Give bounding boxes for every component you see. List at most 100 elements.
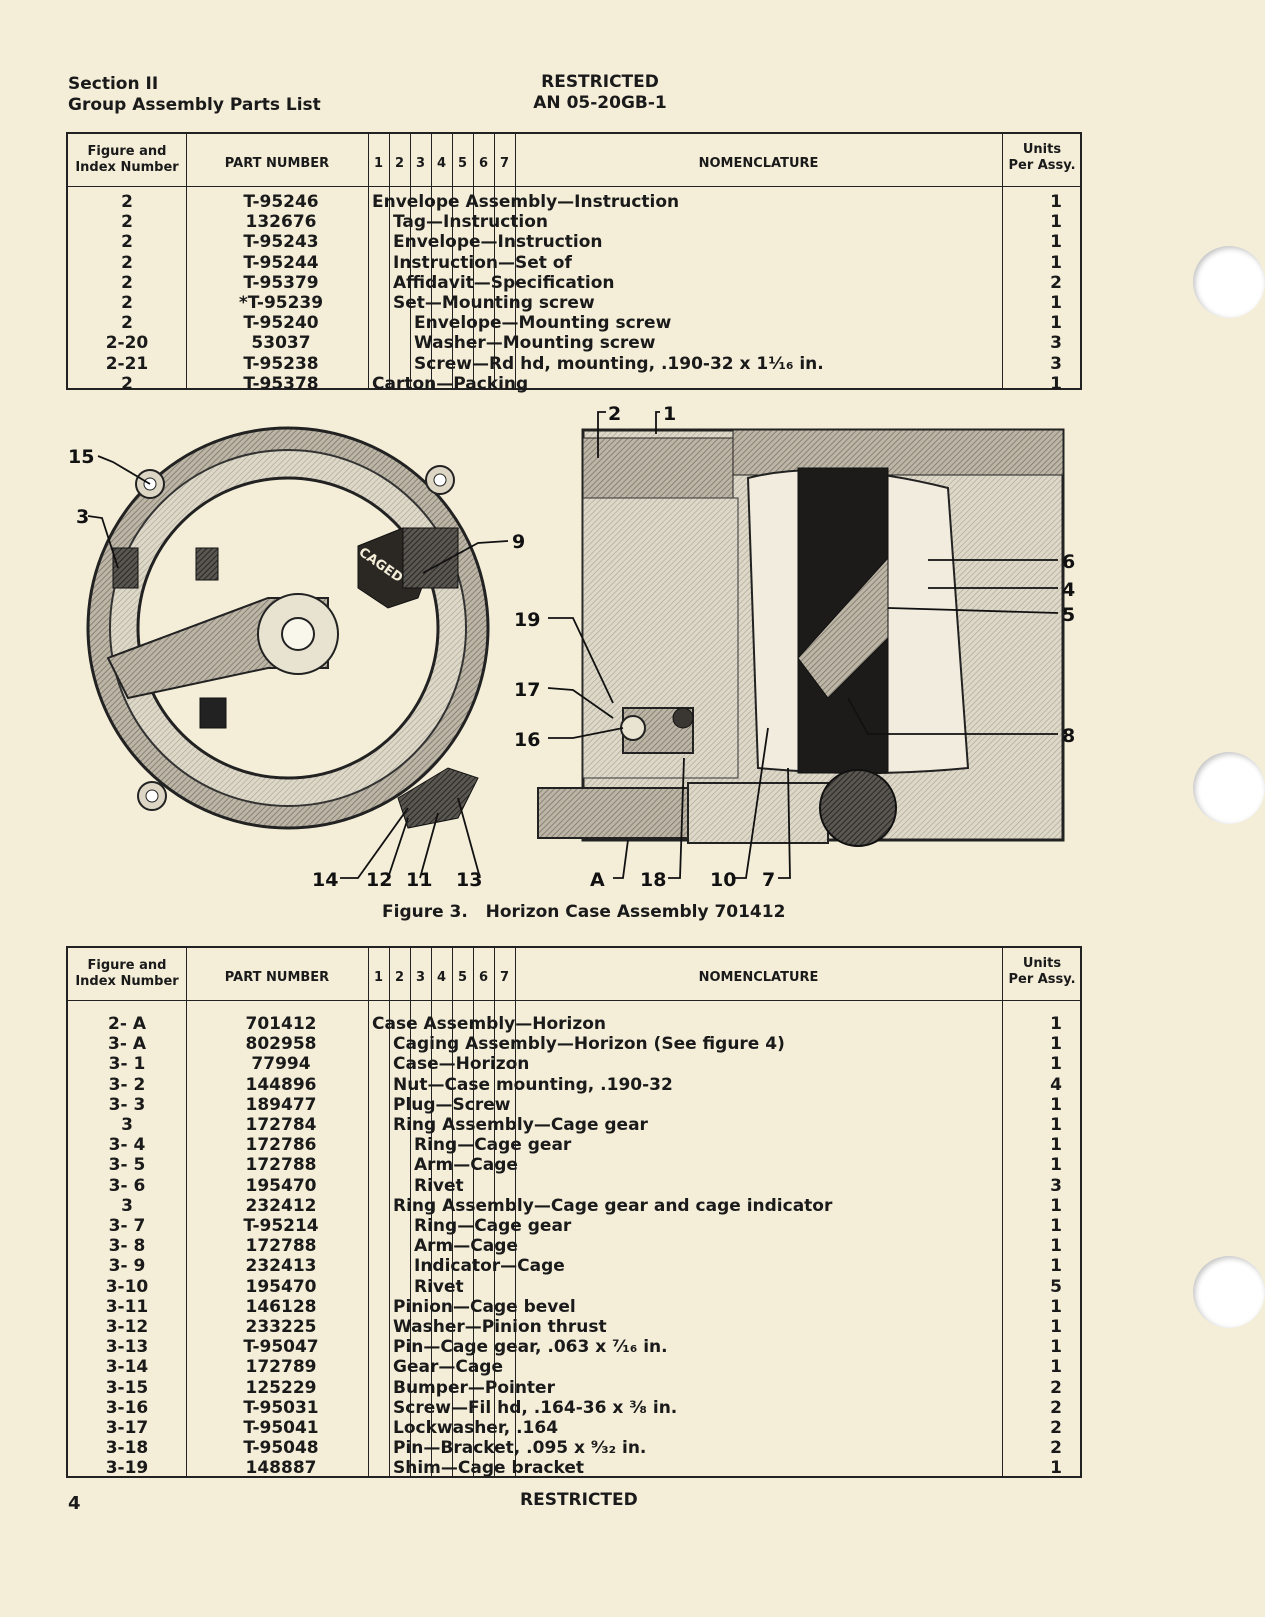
part-number: 148887 <box>245 1458 317 1479</box>
part-number: 125229 <box>245 1377 317 1398</box>
figure-index: 3-15 <box>105 1377 149 1398</box>
figure-index: 3- 2 <box>108 1074 146 1095</box>
table-row: 2-21 T-95238 Screw—Rd hd, mounting, .190-3… <box>68 354 1080 375</box>
callout-6: 6 <box>1062 551 1075 573</box>
units-per-assy: 1 <box>1050 1296 1062 1317</box>
nomenclature: Case—Horizon <box>393 1054 530 1075</box>
nomenclature: Screw—Rd hd, mounting, .190-32 x 1¹⁄₁₆ i… <box>414 353 824 374</box>
figure-horizon-case: CAGED <box>68 398 1098 898</box>
part-number: 233225 <box>245 1317 317 1337</box>
units-per-assy: 2 <box>1050 272 1062 293</box>
units-per-assy: 1 <box>1050 1094 1062 1115</box>
figure-index: 2 <box>121 272 133 293</box>
nomenclature: Envelope—Mounting screw <box>414 313 672 334</box>
figure-index: 2-21 <box>105 353 149 374</box>
column-divider <box>186 948 187 1476</box>
nomenclature: Ring Assembly—Cage gear <box>393 1115 648 1135</box>
nomenclature: Tag—Instruction <box>393 212 549 233</box>
part-number: T-95243 <box>243 232 319 253</box>
part-number: *T-95239 <box>238 293 324 313</box>
binder-hole-top <box>1193 246 1265 318</box>
figure-index: 3- 9 <box>108 1256 146 1277</box>
callout-13: 13 <box>456 869 482 891</box>
nomenclature: Ring—Cage gear <box>414 1216 572 1236</box>
callout-A: A <box>590 869 605 891</box>
header-level-1: 1 <box>373 970 384 985</box>
units-per-assy: 1 <box>1050 1236 1062 1257</box>
header-level-3: 3 <box>415 970 426 985</box>
part-number: T-95238 <box>243 353 319 374</box>
header-level-7: 7 <box>499 156 510 171</box>
figure-index: 3-18 <box>105 1438 149 1459</box>
callout-12: 12 <box>366 869 392 891</box>
units-per-assy: 1 <box>1050 192 1062 212</box>
units-per-assy: 3 <box>1050 353 1062 374</box>
units-per-assy: 1 <box>1050 373 1062 394</box>
column-divider <box>410 948 411 1476</box>
classification-label: RESTRICTED <box>541 72 659 92</box>
header-nomenclature: NOMENCLATURE <box>698 156 819 171</box>
column-divider <box>473 948 474 1476</box>
units-per-assy: 1 <box>1050 313 1062 334</box>
header-level-2: 2 <box>394 156 405 171</box>
units-per-assy: 4 <box>1050 1074 1062 1095</box>
column-divider <box>452 948 453 1476</box>
column-divider <box>494 134 495 388</box>
part-number: 232413 <box>245 1256 317 1277</box>
column-divider <box>452 134 453 388</box>
section-label: Section II <box>68 74 159 94</box>
column-divider <box>186 134 187 388</box>
part-number: 172786 <box>245 1135 317 1156</box>
part-number: 701412 <box>245 1014 317 1034</box>
header-level-4: 4 <box>436 156 447 171</box>
nomenclature: Pin—Cage gear, .063 x ⁷⁄₁₆ in. <box>393 1337 668 1358</box>
binder-hole-bottom <box>1193 1256 1265 1328</box>
figure-index: 3-12 <box>105 1317 149 1337</box>
figure-index: 3-14 <box>105 1357 149 1378</box>
nomenclature: Pin—Bracket, .095 x ⁹⁄₃₂ in. <box>393 1438 647 1459</box>
part-number: T-95041 <box>243 1418 319 1438</box>
header-figure-line2: Index Number <box>75 160 179 175</box>
nomenclature: Rivet <box>414 1276 464 1297</box>
figure-index: 2 <box>121 192 133 212</box>
column-divider <box>515 948 516 1476</box>
callout-15: 15 <box>68 446 94 468</box>
callout-18: 18 <box>640 869 666 891</box>
nomenclature: Washer—Pinion thrust <box>393 1317 607 1337</box>
part-number: T-95214 <box>243 1216 319 1236</box>
header-figure-line1: Figure and <box>87 144 167 159</box>
column-divider <box>515 134 516 388</box>
units-per-assy: 1 <box>1050 1337 1062 1358</box>
nomenclature: Caging Assembly—Horizon (See figure 4) <box>393 1034 785 1055</box>
figure-index: 3- 6 <box>108 1175 146 1196</box>
figure-index: 3- 5 <box>108 1155 146 1176</box>
header-level-5: 5 <box>457 970 468 985</box>
figure-illustration: CAGED <box>68 403 1075 891</box>
part-number: 53037 <box>251 333 311 354</box>
figure-index: 3- 1 <box>108 1054 146 1075</box>
column-divider <box>368 948 369 1476</box>
nomenclature: Ring Assembly—Cage gear and cage indicat… <box>393 1195 833 1216</box>
nomenclature: Case Assembly—Horizon <box>372 1014 607 1034</box>
doc-number: AN 05-20GB-1 <box>533 93 667 113</box>
nomenclature: Instruction—Set of <box>393 252 572 273</box>
part-number: 189477 <box>245 1094 317 1115</box>
header-units-line2: Per Assy. <box>1008 972 1076 987</box>
callout-14: 14 <box>312 869 338 891</box>
figure-index: 2-20 <box>105 333 149 354</box>
nomenclature: Washer—Mounting screw <box>414 333 656 354</box>
figure-index: 2 <box>121 373 133 394</box>
header-units-line2: Per Assy. <box>1008 158 1076 173</box>
